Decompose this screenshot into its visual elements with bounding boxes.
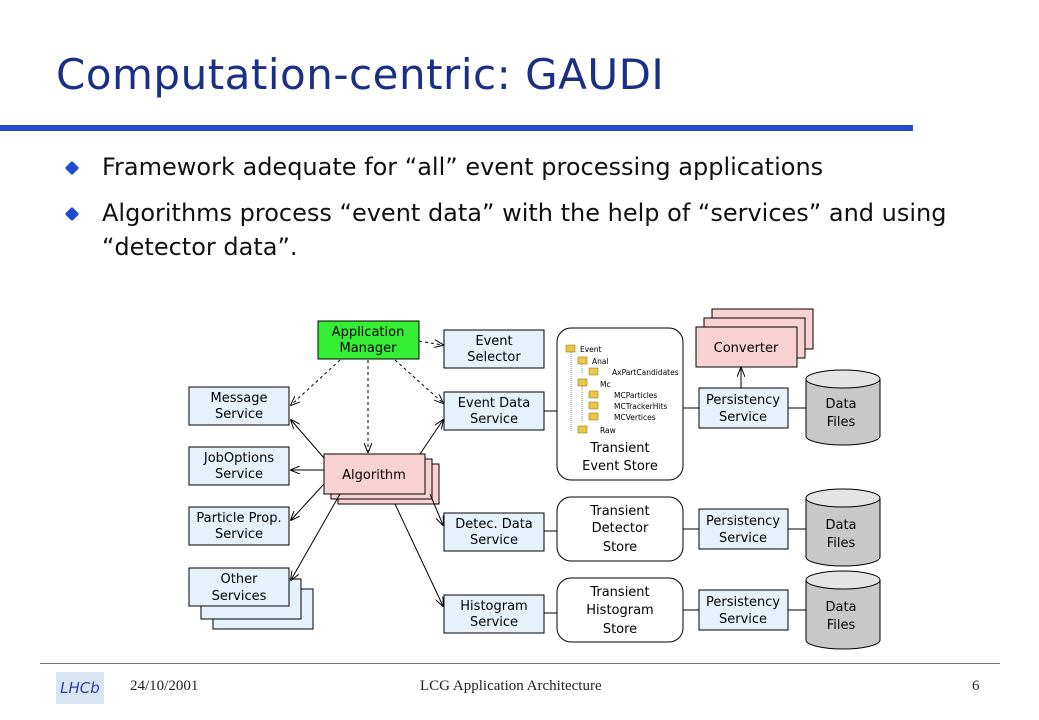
particle-prop-service-label: Service xyxy=(215,527,263,542)
transient-histogram-store-label: Store xyxy=(603,622,637,637)
page-number: 6 xyxy=(972,678,980,694)
persistency-service-box: Persistency Service xyxy=(698,589,789,631)
lhcb-logo-icon: LHCb xyxy=(56,672,104,704)
persistency-service-label: Service xyxy=(719,531,767,546)
transient-detector-store-label: Detector xyxy=(592,521,649,536)
other-services-label: Services xyxy=(212,589,267,604)
tree-node: MCTrackerHits xyxy=(614,402,667,411)
message-service-label: Service xyxy=(215,407,263,422)
transient-histogram-store-label: Histogram xyxy=(586,603,653,618)
persistency-service-label: Service xyxy=(719,612,767,627)
data-files-label: Data xyxy=(825,600,856,615)
other-services-box: Other Services xyxy=(188,567,314,630)
data-files-label: Files xyxy=(827,536,856,551)
gaudi-architecture-diagram: Application Manager Event Selector Messa… xyxy=(188,308,881,650)
application-manager-label: Manager xyxy=(340,341,398,356)
transient-detector-store-label: Transient xyxy=(589,504,649,519)
histogram-service-label: Service xyxy=(470,615,518,630)
tree-node: AxPartCandidates xyxy=(612,368,679,377)
histogram-service-box: Histogram Service xyxy=(443,594,545,634)
particle-prop-service-box: Particle Prop. Service xyxy=(188,506,290,546)
tree-node: MCParticles xyxy=(614,391,657,400)
data-files-label: Files xyxy=(827,618,856,633)
detec-data-service-box: Detec. Data Service xyxy=(443,512,545,552)
folder-icon xyxy=(588,412,599,421)
event-selector-label: Selector xyxy=(467,350,521,365)
detec-data-service-label: Detec. Data xyxy=(455,517,533,532)
transient-detector-store-label: Store xyxy=(603,540,637,555)
footer-title: LCG Application Architecture xyxy=(420,678,602,694)
folder-icon xyxy=(588,367,599,376)
persistency-service-box: Persistency Service xyxy=(698,387,789,429)
folder-icon xyxy=(577,378,588,387)
transient-histogram-store: Transient Histogram Store xyxy=(556,577,684,643)
data-files-cylinder: Data Files xyxy=(805,369,881,446)
folder-icon xyxy=(577,425,588,434)
event-selector-box: Event Selector xyxy=(443,329,545,369)
event-data-service-label: Service xyxy=(470,412,518,427)
joboptions-service-label: Service xyxy=(215,467,263,482)
logo-text: LHCb xyxy=(60,679,100,697)
data-files-cylinder: Data Files xyxy=(805,488,881,567)
tree-node: Event xyxy=(580,345,602,354)
tree-node: Mc xyxy=(600,380,611,389)
converter-box: Converter xyxy=(695,308,814,368)
event-data-service-label: Event Data xyxy=(458,396,530,411)
other-services-label: Other xyxy=(221,572,259,587)
event-tree: Event Anal AxPartCandidates Mc MCParticl… xyxy=(565,344,679,435)
footer-date: 24/10/2001 xyxy=(130,678,199,694)
data-files-label: Data xyxy=(825,518,856,533)
tree-node: MCVertices xyxy=(614,413,656,422)
application-manager-box: Application Manager xyxy=(317,320,420,360)
transient-detector-store: Transient Detector Store xyxy=(556,496,684,562)
connector-lines xyxy=(291,341,806,614)
tree-node: Anal xyxy=(592,357,609,366)
converter-label: Converter xyxy=(714,341,779,356)
transient-event-store-label: Transient xyxy=(589,441,649,456)
data-files-label: Files xyxy=(827,415,856,430)
persistency-service-label: Persistency xyxy=(706,595,780,610)
message-service-label: Message xyxy=(211,391,268,406)
persistency-service-box: Persistency Service xyxy=(698,508,789,550)
histogram-service-label: Histogram xyxy=(460,599,527,614)
tree-node: Raw xyxy=(600,426,616,435)
persistency-service-label: Persistency xyxy=(706,514,780,529)
data-files-label: Data xyxy=(825,397,856,412)
persistency-service-label: Persistency xyxy=(706,393,780,408)
algorithm-box: Algorithm xyxy=(323,453,440,505)
event-selector-label: Event xyxy=(475,334,512,349)
detec-data-service-label: Service xyxy=(470,533,518,548)
data-files-cylinder: Data Files xyxy=(805,570,881,650)
title-underline xyxy=(0,125,913,131)
bullet-text: Framework adequate for “all” event proce… xyxy=(102,153,824,181)
joboptions-service-label: JobOptions xyxy=(203,451,274,466)
slide-title: Computation-centric: GAUDI xyxy=(56,50,665,99)
folder-icon xyxy=(588,401,599,410)
transient-event-store-label: Event Store xyxy=(582,459,658,474)
message-service-box: Message Service xyxy=(188,386,290,426)
joboptions-service-box: JobOptions Service xyxy=(188,446,290,486)
folder-icon xyxy=(588,390,599,399)
folder-icon xyxy=(565,344,576,353)
particle-prop-service-label: Particle Prop. xyxy=(196,511,281,526)
folder-icon xyxy=(577,356,588,365)
transient-event-store: Event Anal AxPartCandidates Mc MCParticl… xyxy=(556,327,684,481)
transient-histogram-store-label: Transient xyxy=(589,585,649,600)
footer-divider xyxy=(40,663,1000,664)
bullet-text: Algorithms process “event data” with the… xyxy=(102,199,947,261)
algorithm-label: Algorithm xyxy=(342,468,406,483)
application-manager-label: Application xyxy=(332,325,405,340)
persistency-service-label: Service xyxy=(719,410,767,425)
event-data-service-box: Event Data Service xyxy=(443,391,545,431)
